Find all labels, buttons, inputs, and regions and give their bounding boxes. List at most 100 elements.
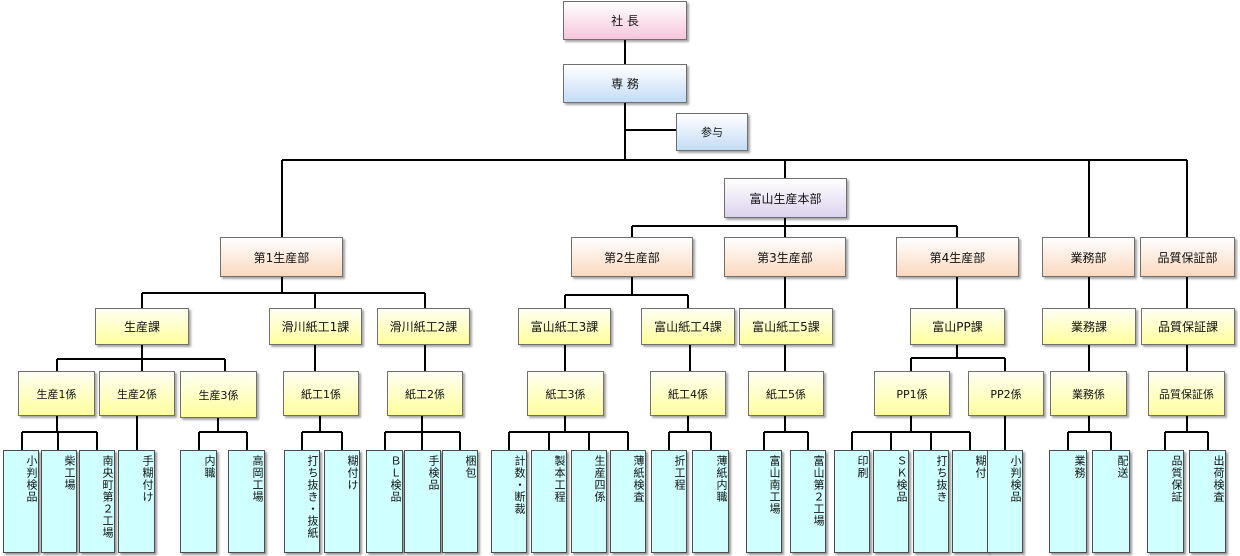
team-label: 折工程	[673, 455, 686, 491]
hq-box: 富山生産本部	[724, 178, 847, 218]
team-box: 折工程	[651, 450, 687, 553]
team-box: 製本工程	[531, 450, 567, 553]
unit-label: 紙工2係	[405, 387, 445, 401]
team-label: 打ち抜き・抜紙	[306, 455, 319, 539]
unit-shiko2-box: 紙工2係	[387, 371, 463, 416]
team-box: 打ち抜き・抜紙	[284, 450, 320, 553]
unit-label: 紙工1係	[301, 387, 341, 401]
team-box: 南央町第２工場	[79, 450, 115, 553]
team-label: 印刷	[856, 455, 869, 479]
team-label: 製本工程	[553, 455, 566, 503]
unit-label: 紙工3係	[545, 387, 586, 401]
team-box: 印刷	[834, 450, 870, 553]
unit-seisan3-box: 生産3係	[180, 371, 257, 418]
team-box: 糊付	[952, 450, 988, 553]
team-box: 薄紙検査	[610, 450, 646, 553]
section-toyama4-box: 富山紙工4課	[641, 308, 735, 345]
unit-label: 生産2係	[117, 387, 157, 401]
team-label: 富山第２工場	[812, 455, 825, 527]
team-box: 富山第２工場	[790, 450, 826, 553]
unit-seisan2-box: 生産2係	[99, 371, 175, 416]
team-box: 富山南工場	[746, 450, 782, 553]
team-label: 富山南工場	[768, 455, 781, 515]
dept-3-box: 第3生産部	[724, 237, 846, 277]
team-box: 薄紙内職	[692, 450, 729, 553]
team-label: 配送	[1116, 455, 1129, 479]
section-toyama-pp-box: 富山PP課	[910, 308, 1005, 345]
team-box: 品質保証	[1147, 450, 1184, 553]
team-box: 生産四係	[571, 450, 607, 553]
unit-label: 生産3係	[198, 388, 239, 402]
team-label: 高岡工場	[251, 455, 264, 503]
advisor-label: 参与	[701, 126, 723, 139]
team-label: 業務	[1073, 455, 1086, 479]
unit-label: 紙工5係	[766, 387, 806, 401]
team-label: 薄紙内職	[715, 455, 728, 503]
unit-shiko3-box: 紙工3係	[527, 371, 604, 416]
team-box: 手糊付け	[118, 450, 155, 553]
team-label: 計数・断裁	[513, 455, 526, 515]
team-label: 梱包	[464, 455, 477, 479]
team-label: 品質保証	[1170, 455, 1183, 503]
team-box: 小判検品	[987, 450, 1023, 553]
section-qa-box: 品質保証課	[1141, 308, 1235, 345]
section-gyomu-box: 業務課	[1042, 308, 1136, 345]
dept-qa-box: 品質保証部	[1140, 237, 1235, 277]
unit-label: 品質保証係	[1159, 387, 1214, 401]
dept-label: 品質保証部	[1157, 250, 1218, 265]
team-box: 計数・断裁	[491, 450, 527, 553]
section-seisan-box: 生産課	[95, 308, 189, 345]
dept-gyomu-box: 業務部	[1042, 237, 1135, 277]
unit-pp1-box: PP1係	[874, 371, 950, 416]
team-box: ＳＫ検品	[873, 450, 909, 553]
dept-label: 第3生産部	[757, 250, 813, 265]
section-toyama5-box: 富山紙工5課	[739, 308, 833, 345]
team-label: 薄紙検査	[632, 455, 645, 503]
team-box: ＢＬ検品	[366, 450, 403, 553]
unit-shiko5-box: 紙工5係	[748, 371, 824, 416]
section-label: 富山紙工4課	[654, 320, 722, 334]
team-box: 糊付け	[324, 450, 360, 553]
unit-seisan1-box: 生産1係	[18, 371, 95, 416]
unit-label: PP1係	[896, 387, 928, 401]
unit-gyomu-box: 業務係	[1050, 371, 1127, 416]
section-label: 富山紙工5課	[752, 320, 820, 334]
dept-1-box: 第1生産部	[220, 237, 343, 277]
team-box: 高岡工場	[228, 450, 265, 553]
section-label: 業務課	[1070, 320, 1107, 334]
team-label: 打ち抜き	[935, 455, 948, 503]
team-label: 内職	[203, 455, 216, 479]
team-label: 糊付け	[346, 455, 359, 491]
team-label: 手検品	[427, 455, 440, 491]
hq-label: 富山生産本部	[749, 191, 822, 206]
unit-label: PP2係	[990, 387, 1022, 401]
team-box: 打ち抜き	[913, 450, 949, 553]
section-label: 富山紙工3課	[530, 320, 599, 334]
unit-label: 生産1係	[36, 387, 77, 401]
section-label: 富山PP課	[932, 320, 983, 334]
section-namerikawa1-box: 滑川紙工1課	[269, 308, 362, 345]
unit-pp2-box: PP2係	[968, 371, 1044, 416]
president-label: 社 長	[611, 14, 639, 28]
unit-shiko1-box: 紙工1係	[283, 371, 359, 416]
section-namerikawa2-box: 滑川紙工2課	[377, 308, 470, 345]
team-label: 手糊付け	[141, 455, 154, 503]
dept-label: 第2生産部	[604, 250, 660, 265]
team-label: ＳＫ検品	[895, 455, 908, 503]
dept-label: 第1生産部	[253, 250, 310, 265]
team-box: 出荷検査	[1189, 450, 1226, 553]
section-label: 滑川紙工1課	[281, 320, 350, 334]
dept-4-box: 第4生産部	[896, 237, 1019, 277]
section-label: 生産課	[123, 320, 160, 334]
senior-director-label: 専 務	[611, 77, 639, 91]
dept-2-box: 第2生産部	[571, 237, 693, 277]
team-box: 小判検品	[3, 450, 39, 553]
team-label: 出荷検査	[1212, 455, 1225, 503]
team-box: 手検品	[404, 450, 441, 553]
unit-shiko4-box: 紙工4係	[650, 371, 726, 416]
section-label: 品質保証課	[1157, 320, 1218, 334]
team-box: 内職	[180, 450, 217, 553]
team-box: 柴工場	[41, 450, 77, 553]
advisor-box: 参与	[676, 113, 748, 151]
